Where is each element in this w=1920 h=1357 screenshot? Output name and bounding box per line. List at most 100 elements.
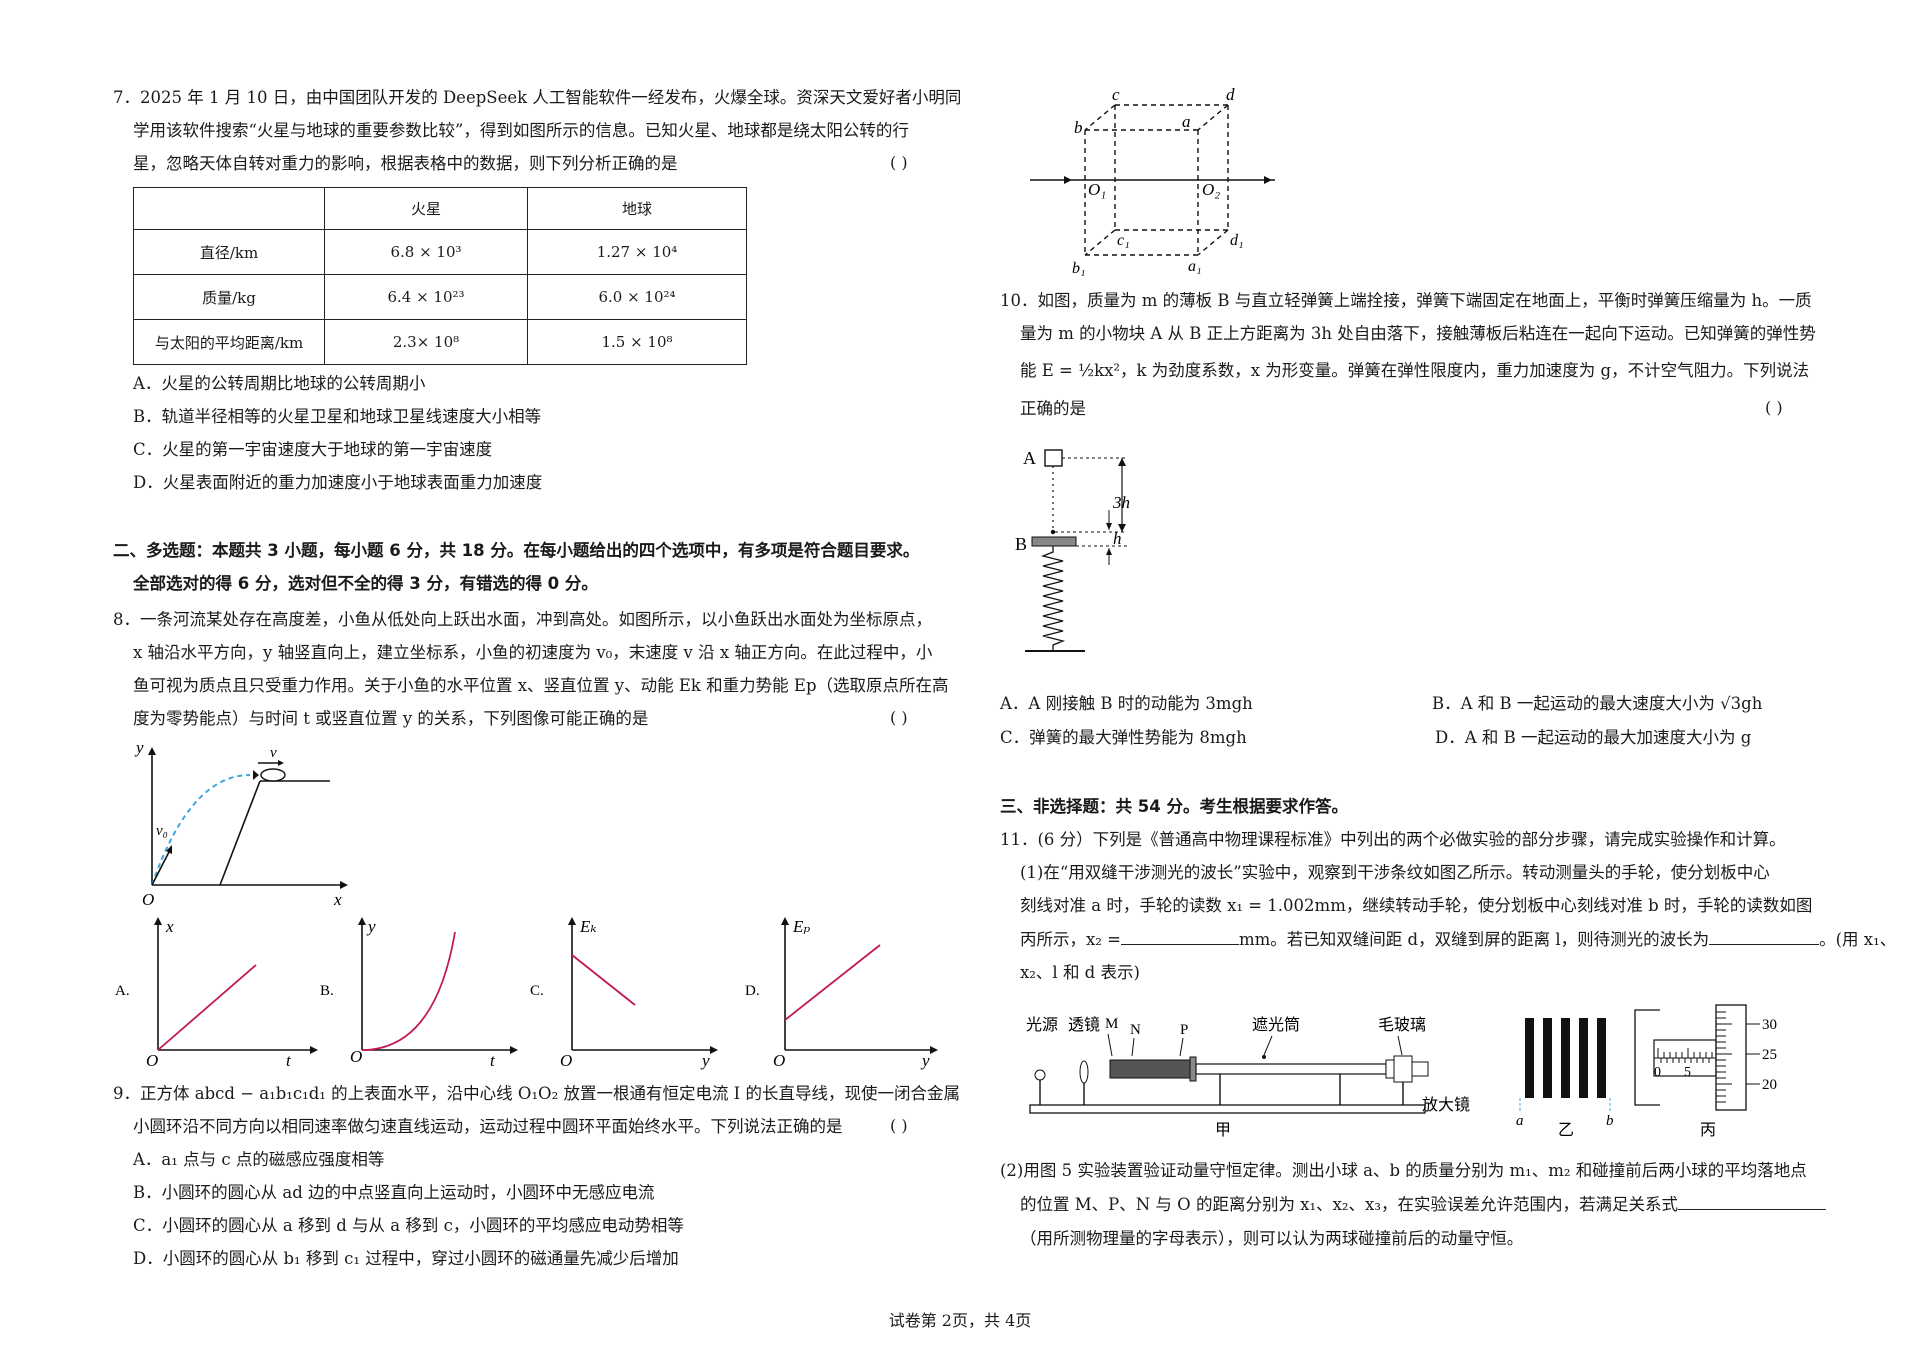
graph-b-option-label: B.	[320, 983, 334, 999]
q7-answer-paren: ( )	[890, 153, 908, 172]
q10-line2: 量为 m 的小物块 A 从 B 正上方距离为 3h 处自由落下，接触薄板后粘连在…	[1020, 324, 1816, 343]
vertex-c: c	[1112, 85, 1120, 104]
graph-c-y-arrow-icon	[568, 917, 576, 925]
y-axis-arrow-icon	[148, 747, 156, 755]
graph-a-y-arrow-icon	[154, 917, 162, 925]
q8-answer-paren: ( )	[890, 708, 908, 727]
micrometer-frame	[1634, 1009, 1660, 1106]
graph-c-x-label: y	[700, 1051, 710, 1070]
q7-line2: 学用该软件搜索“火星与地球的重要参数比较”，得到如图所示的信息。已知火星、地球都…	[133, 121, 909, 140]
fringe-dark	[1525, 1018, 1534, 1098]
label-lens: 透镜	[1068, 1015, 1100, 1034]
graph-d-line	[784, 944, 881, 1021]
drop-point	[1050, 529, 1056, 535]
thimble-label-30: 30	[1762, 1017, 1777, 1033]
graph-a-y-label: x	[165, 917, 174, 936]
edge-c1b1	[1084, 229, 1116, 256]
q11-part2-line2: 的位置 M、P、N 与 O 的距离分别为 x₁、x₂、x₃，在实验误差允许范围内…	[1020, 1194, 1826, 1216]
graph-b-y-arrow-icon	[358, 917, 366, 925]
dim-h-label: h	[1113, 529, 1122, 548]
q11-part2-line1: (2)用图 5 实验装置验证动量守恒定律。测出小球 a、b 的质量分别为 m₁、…	[1000, 1161, 1807, 1180]
ground-glass-screen	[1385, 1059, 1395, 1079]
eyepiece	[1411, 1061, 1429, 1077]
thimble-label-25: 25	[1762, 1047, 1777, 1063]
graph-c-y-label: Eₖ	[579, 917, 597, 936]
answer-blank-relation[interactable]	[1677, 1195, 1826, 1210]
pointer-line	[1263, 1035, 1273, 1056]
lens-element	[1079, 1060, 1089, 1084]
wire-arrow-right-icon	[1264, 176, 1272, 184]
pointer-line	[1397, 1035, 1403, 1056]
planet-table: 火星 地球 直径/km 6.8 × 10³ 1.27 × 10⁴ 质量/kg 6…	[133, 187, 747, 365]
label-fig-yi: 乙	[1558, 1122, 1574, 1139]
section2-heading-line2: 全部选对的得 6 分，选对但不全的得 3 分，有错选的得 0 分。	[133, 574, 598, 593]
q8-line2: x 轴沿水平方向，y 轴竖直向上，建立坐标系，小鱼的初速度为 v₀，末速度 v …	[133, 643, 933, 662]
graph-b-origin: O	[350, 1047, 362, 1066]
dim-arrow-icon	[1106, 523, 1112, 530]
table-cell: 1.5 × 10⁸	[527, 319, 747, 365]
double-slit	[1189, 1056, 1197, 1082]
v0-vector	[151, 849, 171, 886]
fish-icon	[260, 768, 286, 782]
answer-blank-x2[interactable]	[1121, 930, 1239, 945]
pointer-line	[1107, 1033, 1113, 1057]
y-axis-label: y	[134, 738, 144, 757]
graph-b-x-label: t	[490, 1051, 496, 1070]
q7-option-a: A．火星的公转周期比地球的公转周期小	[133, 374, 426, 393]
dim-arrow-icon	[1118, 524, 1126, 532]
q11-text: mm。若已知双缝间距 d，双缝到屏的距离 l，则待测光的波长为	[1239, 930, 1710, 949]
graph-d-option-label: D.	[745, 983, 760, 999]
label-p: P	[1180, 1022, 1188, 1038]
edge-da	[1197, 104, 1229, 131]
table-cell: 1.27 × 10⁴	[527, 229, 747, 275]
fringe-dark	[1543, 1018, 1552, 1098]
table-cell: 直径/km	[133, 229, 325, 275]
graph-b-y-label: y	[366, 917, 376, 936]
v-label: v	[270, 745, 277, 761]
table-cell: 6.0 × 10²⁴	[527, 274, 747, 320]
q8-line3: 鱼可视为质点且只受重力作用。关于小鱼的水平位置 x、竖直位置 y、动能 Ek 和…	[133, 676, 949, 695]
q11-line1: 11．(6 分）下列是《普通高中物理课程标准》中列出的两个必做实验的部分步骤，请…	[1000, 830, 1786, 849]
v0-label: v₀	[156, 823, 168, 839]
micrometer-thimble	[1715, 1004, 1747, 1111]
fringe-dark	[1561, 1018, 1570, 1098]
pointer-line	[1131, 1037, 1135, 1057]
sleeve-label-0: 0	[1654, 1065, 1661, 1080]
q9-answer-paren: ( )	[890, 1116, 908, 1135]
table-row: 火星 地球	[133, 187, 747, 230]
graph-b-curve	[361, 931, 456, 1051]
graph-c-line	[571, 954, 636, 1006]
wire-arrow-left-icon	[1064, 176, 1072, 184]
answer-blank-wavelength[interactable]	[1709, 930, 1820, 945]
label-ground-glass: 毛玻璃	[1378, 1016, 1426, 1034]
q10-option-d: D．A 和 B 一起运动的最大加速度大小为 g	[1435, 728, 1752, 747]
q10-line1: 10．如图，质量为 m 的薄板 B 与直立轻弹簧上端拴接，弹簧下端固定在地面上，…	[1000, 291, 1812, 310]
table-header-earth: 地球	[527, 187, 747, 230]
q8-line4: 度为零势能点）与时间 t 或竖直位置 y 的关系，下列图像可能正确的是	[133, 709, 649, 728]
point-o1: O₁	[1088, 180, 1106, 199]
q8-line1: 8．一条河流某处存在高度差，小鱼从低处向上跃出水面，冲到高处。如图所示，以小鱼跃…	[113, 610, 932, 629]
label-fig-jia: 甲	[1215, 1122, 1231, 1139]
fish-trajectory-curve	[151, 774, 251, 886]
graph-d-y-arrow-icon	[781, 917, 789, 925]
graph-a-option-label: A.	[115, 983, 130, 999]
spring	[1040, 546, 1066, 650]
table-row: 与太阳的平均距离/km 2.3× 10⁸ 1.5 × 10⁸	[133, 319, 747, 365]
table-cell	[133, 187, 325, 230]
dim-3h-label: 3h	[1112, 493, 1130, 512]
interference-apparatus-figure: 光源 透镜 M N P 遮光筒 毛玻璃 放大镜 甲 a b 乙 0 5	[1026, 1004, 1777, 1139]
q9-option-a: A．a₁ 点与 c 点的磁感应强度相等	[133, 1150, 385, 1169]
spring-figure: A B 3h h	[1015, 448, 1130, 652]
table-cell: 2.3× 10⁸	[324, 319, 528, 365]
graph-c-x-arrow-icon	[710, 1046, 718, 1054]
table-cell: 质量/kg	[133, 274, 325, 320]
graph-a-x-arrow-icon	[310, 1046, 318, 1054]
point-o2: O₂	[1202, 180, 1220, 199]
fish-tail-icon	[253, 770, 259, 780]
v-arrow-icon	[278, 760, 284, 766]
vertex-b1: b₁	[1072, 260, 1086, 277]
label-m: M	[1105, 1016, 1118, 1032]
graph-d-x-arrow-icon	[930, 1046, 938, 1054]
label-magnifier: 放大镜	[1422, 1095, 1470, 1114]
vertex-a: a	[1182, 112, 1191, 131]
